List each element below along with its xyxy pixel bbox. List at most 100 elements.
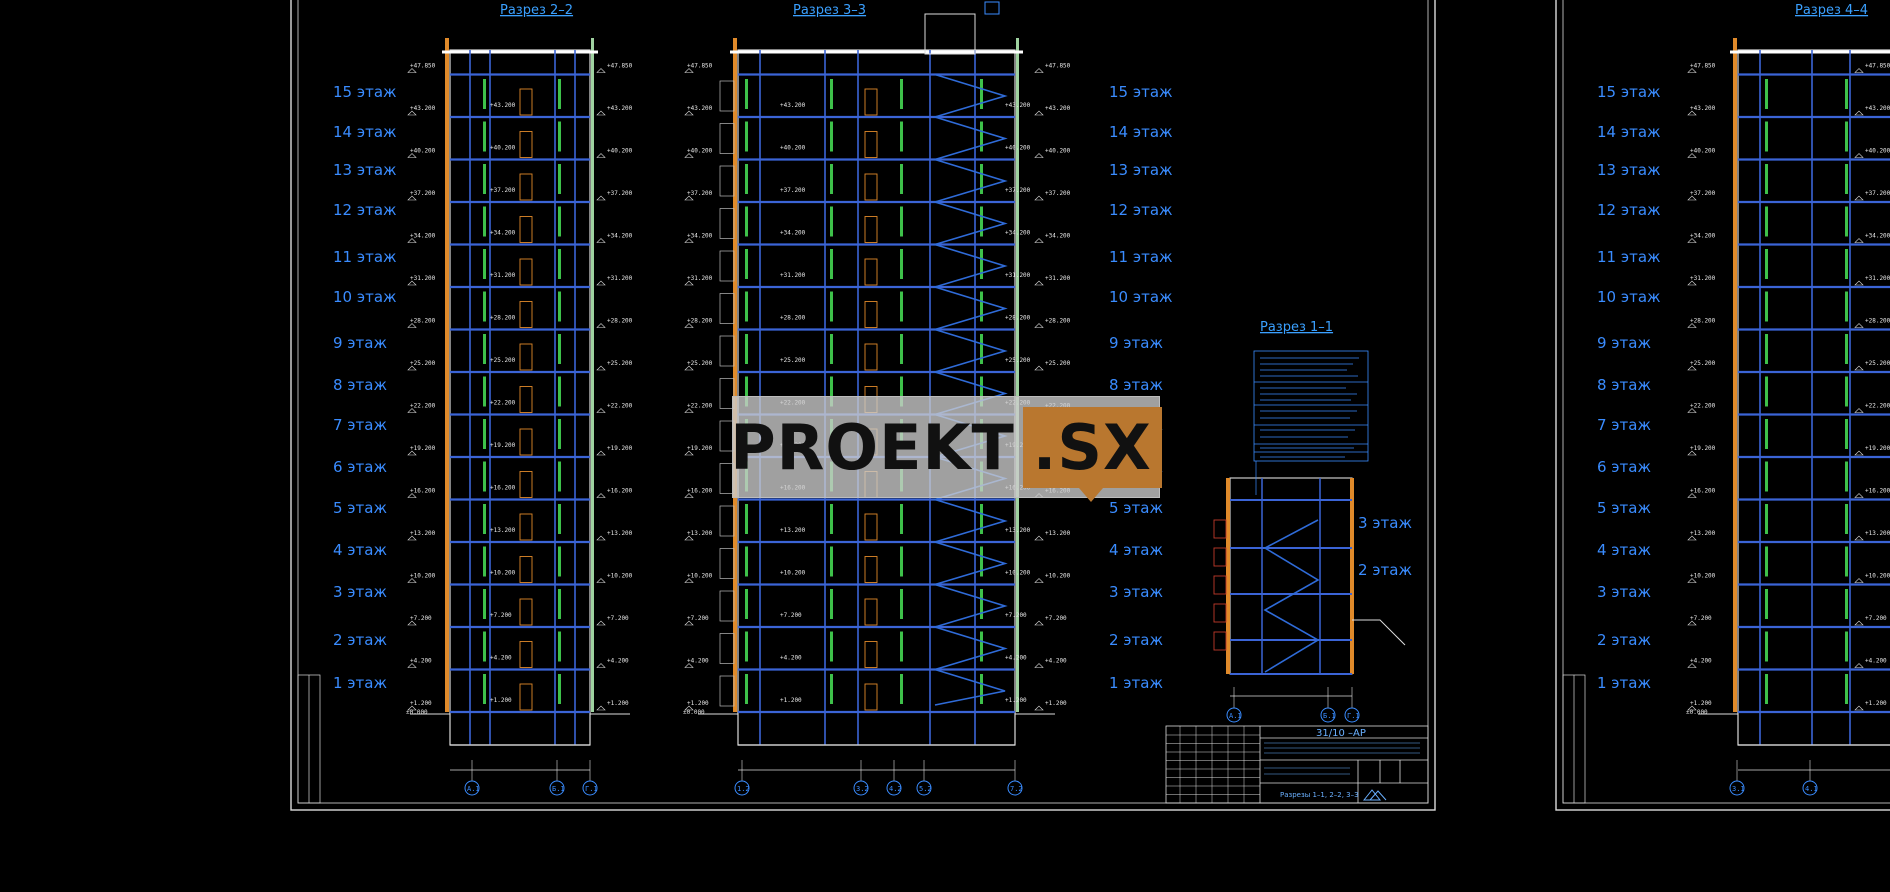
- floor-label: 13 этаж: [333, 161, 397, 179]
- elevation-value: +34.200: [1865, 233, 1890, 240]
- elevation-arrow: [407, 663, 417, 668]
- wall-section-green: [483, 631, 486, 662]
- elevation-value: +43.200: [780, 102, 806, 109]
- wall-section-green: [900, 674, 903, 704]
- door-opening: [519, 513, 533, 541]
- watermark-text-main: PROEKT: [730, 410, 1015, 484]
- elevation-value: +4.200: [490, 655, 512, 662]
- wall-section-green: [1845, 334, 1848, 364]
- watermark-text-suffix: .SX: [1022, 406, 1162, 502]
- wall-section-green: [745, 79, 748, 109]
- elevation-value: +40.200: [1865, 148, 1890, 155]
- elevation-arrow: [1687, 493, 1697, 498]
- elevation-arrow: [1687, 110, 1697, 116]
- floor-label: 7 этаж: [333, 416, 387, 434]
- elevation-value: +1.200: [490, 697, 512, 704]
- wall-section-green: [1765, 79, 1768, 109]
- elevation-arrow: [407, 493, 417, 498]
- door-opening: [519, 301, 533, 328]
- stair-core-tower: [924, 13, 976, 55]
- elevation-arrow: [596, 620, 606, 626]
- wall-section-green: [745, 504, 748, 534]
- section-1-1-wall-right: [1350, 478, 1354, 674]
- balcony-hatch: [719, 293, 735, 324]
- wall-section-green: [900, 291, 903, 322]
- elevation-arrow: [684, 110, 694, 116]
- wall-section-green: [980, 334, 983, 364]
- section-4-4-title: Разрез 4–4: [1795, 3, 1868, 18]
- elevation-arrow: [684, 408, 694, 413]
- elevation-arrow: [596, 110, 606, 116]
- elevation-value: +25.200: [1005, 357, 1031, 364]
- wall-section-green: [558, 291, 561, 322]
- section-3-3-drawing: [698, 1, 1055, 771]
- wall-section-green: [1765, 121, 1768, 152]
- elevation-arrow: [596, 450, 606, 456]
- wall-section-green: [745, 121, 748, 152]
- axis-label: Б.1: [552, 785, 565, 793]
- elevation-value: +25.200: [607, 360, 633, 367]
- zero-mark: ±0.000: [1686, 709, 1708, 716]
- elevation-arrow: [1034, 705, 1044, 711]
- elevation-value: +19.200: [687, 445, 713, 452]
- elevation-arrow: [684, 705, 694, 711]
- wall-section-green: [745, 589, 748, 619]
- wall-section-green: [558, 504, 561, 534]
- elevation-value: +13.200: [1690, 530, 1716, 537]
- wall-section-green: [980, 249, 983, 279]
- elevation-arrow: [1854, 578, 1864, 583]
- elevation-arrow: [1687, 365, 1697, 371]
- elevation-arrow: [596, 365, 606, 371]
- floor-label: 14 этаж: [333, 123, 397, 141]
- elevation-value: +34.200: [1005, 230, 1031, 237]
- floor-label: 13 этаж: [1109, 161, 1173, 179]
- wall-section-green: [558, 589, 561, 619]
- elevation-value: +40.200: [780, 145, 806, 152]
- facade-wall-right: [1016, 38, 1019, 712]
- elevation-value: +37.200: [687, 190, 713, 197]
- sheet-frame-main: [290, 0, 1436, 811]
- axis-bubble: [1226, 707, 1242, 723]
- elevation-value: +37.200: [410, 190, 436, 197]
- elevation-arrow: [684, 663, 694, 668]
- elevation-value: +43.200: [1045, 105, 1071, 112]
- wall-section-green: [980, 674, 983, 704]
- elevation-value: +10.200: [687, 573, 713, 580]
- elevation-arrow: [1687, 535, 1697, 541]
- wall-section-green: [483, 376, 486, 407]
- elevation-value: +13.200: [1005, 527, 1031, 534]
- wall-section-green: [483, 589, 486, 619]
- elevation-value: +28.200: [1865, 318, 1890, 325]
- door-opening: [864, 556, 878, 583]
- title-block: [1165, 725, 1429, 804]
- elevation-value: +16.200: [607, 488, 633, 495]
- floor-label: 11 этаж: [333, 248, 397, 266]
- door-opening: [864, 641, 878, 668]
- elevation-value: +16.200: [1690, 488, 1716, 495]
- elevation-value: +43.200: [490, 102, 516, 109]
- floor-label: 2 этаж: [333, 631, 387, 649]
- wall-section-green: [830, 249, 833, 279]
- elevation-value: +7.200: [607, 615, 629, 622]
- floor-label: 14 этаж: [1109, 123, 1173, 141]
- wall-section-green: [558, 376, 561, 407]
- door-opening: [519, 428, 533, 456]
- elevation-arrow: [596, 663, 606, 668]
- wall-section-green: [900, 589, 903, 619]
- elevation-arrow: [596, 280, 606, 286]
- elevation-value: +7.200: [1005, 612, 1027, 619]
- floor-label: 15 этаж: [1597, 83, 1661, 101]
- elevation-arrow: [1034, 620, 1044, 626]
- balcony-hatch: [719, 378, 735, 409]
- floor-label: 3 этаж: [1597, 583, 1651, 601]
- section-3-3-title: Разрез 3–3: [793, 3, 866, 18]
- elevation-value: +22.200: [1690, 403, 1716, 410]
- wall-section-green: [830, 291, 833, 322]
- door-opening: [519, 683, 533, 711]
- facade-wall-left: [1733, 38, 1737, 712]
- elevation-value: +1.200: [1690, 700, 1712, 707]
- balcony-hatch: [719, 675, 735, 707]
- elevation-value: +34.200: [607, 233, 633, 240]
- axis-label: А.1: [467, 785, 480, 793]
